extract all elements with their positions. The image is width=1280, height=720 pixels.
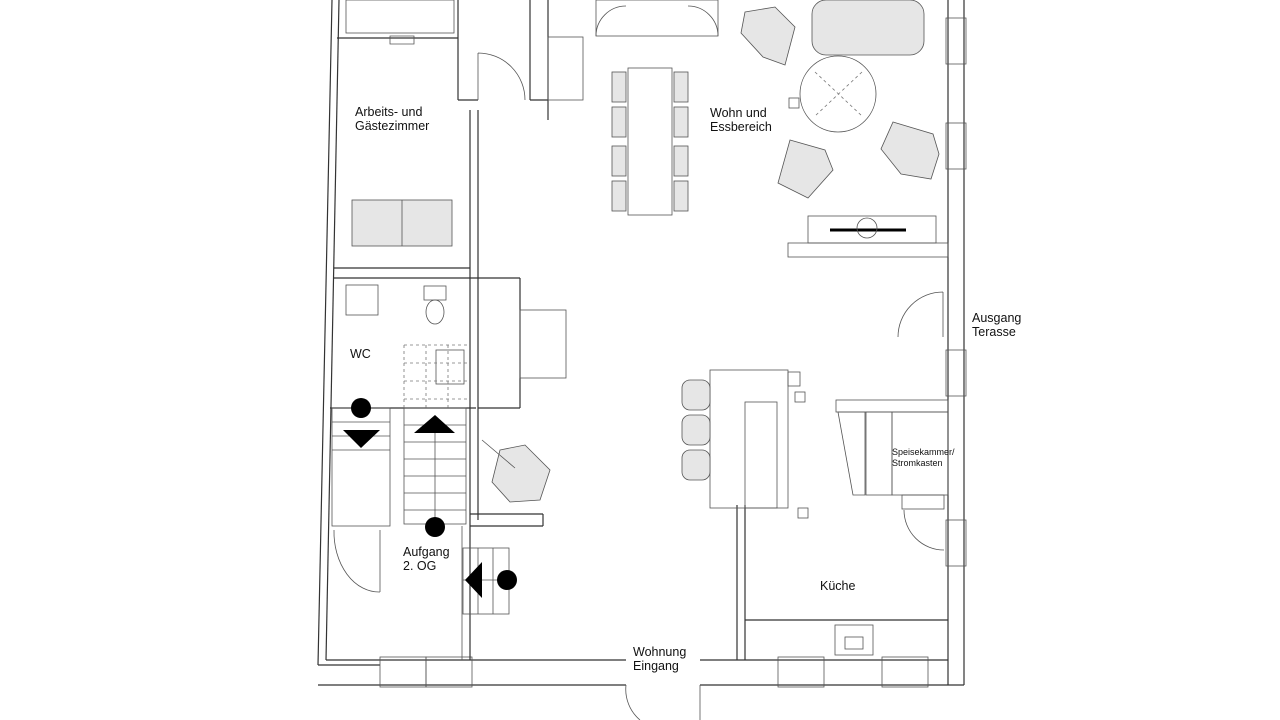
- entrance-label-line2: Eingang: [633, 659, 679, 673]
- room-label-entrance: Wohnung Eingang: [633, 645, 686, 673]
- pantry-label-line2: Stromkasten: [892, 458, 943, 468]
- living-label-line2: Essbereich: [710, 120, 772, 134]
- terrace-label-line2: Terasse: [972, 325, 1016, 339]
- office-label-line1: Arbeits- und: [355, 105, 423, 119]
- room-label-kitchen: Küche: [820, 579, 856, 593]
- pantry-label-line1: Speisekammer/: [892, 447, 955, 457]
- room-label-stairs: Aufgang 2. OG: [403, 545, 450, 573]
- terrace-label-line1: Ausgang: [972, 311, 1022, 325]
- office-furniture: [345, 0, 455, 247]
- stairs-label-line2: 2. OG: [403, 559, 437, 573]
- room-label-terrace-exit: Ausgang Terasse: [972, 311, 1021, 339]
- stairs: [331, 398, 517, 660]
- living-label-line1: Wohn und: [710, 106, 767, 120]
- doors: [333, 5, 945, 720]
- kitchen-furniture: [681, 369, 949, 656]
- living-furniture: [481, 0, 940, 503]
- outer-walls: [317, 0, 965, 686]
- room-label-living: Wohn und Essbereich: [710, 106, 772, 134]
- room-label-office: Arbeits- und Gästezimmer: [355, 105, 429, 133]
- windows: [379, 17, 967, 688]
- office-label-line2: Gästezimmer: [355, 119, 430, 133]
- room-label-wc: WC: [350, 347, 371, 361]
- stairs-label-line1: Aufgang: [403, 545, 450, 559]
- interior-walls: [330, 0, 949, 660]
- wc-fixtures: [345, 284, 470, 408]
- entrance-label-line1: Wohnung: [633, 645, 687, 659]
- room-label-pantry: Speisekammer/ Stromkasten: [892, 447, 955, 469]
